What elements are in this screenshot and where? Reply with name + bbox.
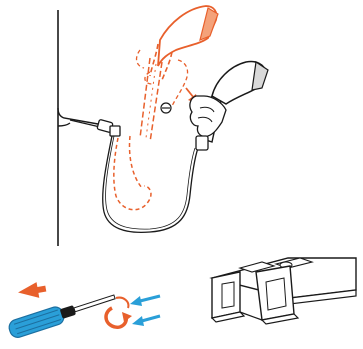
shower-head-icon bbox=[189, 60, 269, 151]
push-arrow-icon bbox=[18, 282, 47, 298]
screwdriver-icon bbox=[8, 294, 116, 338]
mount-screw bbox=[160, 102, 172, 114]
shower-head-dashed-icon bbox=[113, 5, 219, 211]
rotate-arrow-icon bbox=[104, 296, 132, 329]
wall-outlet-pipe bbox=[57, 107, 121, 137]
wall-holder-bracket-icon bbox=[209, 257, 357, 325]
shower-hose bbox=[102, 135, 199, 234]
insert-arrows-icon bbox=[130, 294, 161, 326]
